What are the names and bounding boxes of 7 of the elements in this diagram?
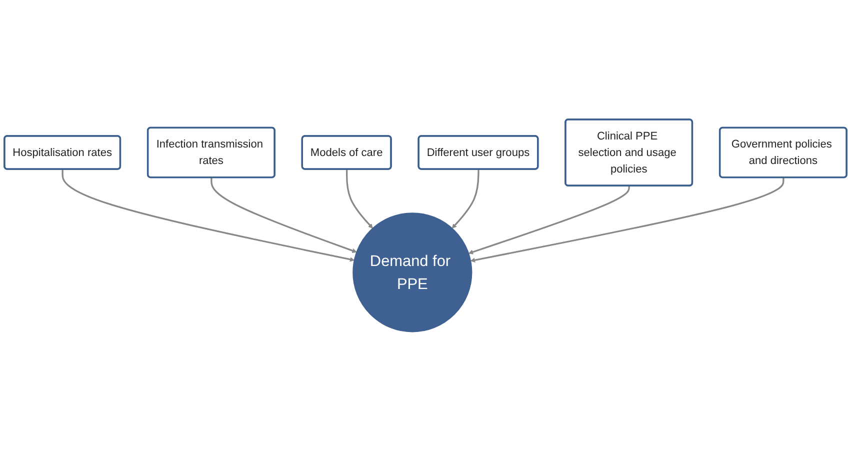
arrow — [62, 170, 355, 262]
node-circle: Demand for PPE — [352, 213, 472, 333]
arrow — [210, 178, 357, 254]
arrow — [468, 186, 630, 255]
arrow — [346, 170, 373, 230]
arrow — [452, 170, 480, 230]
arrow — [470, 178, 784, 263]
